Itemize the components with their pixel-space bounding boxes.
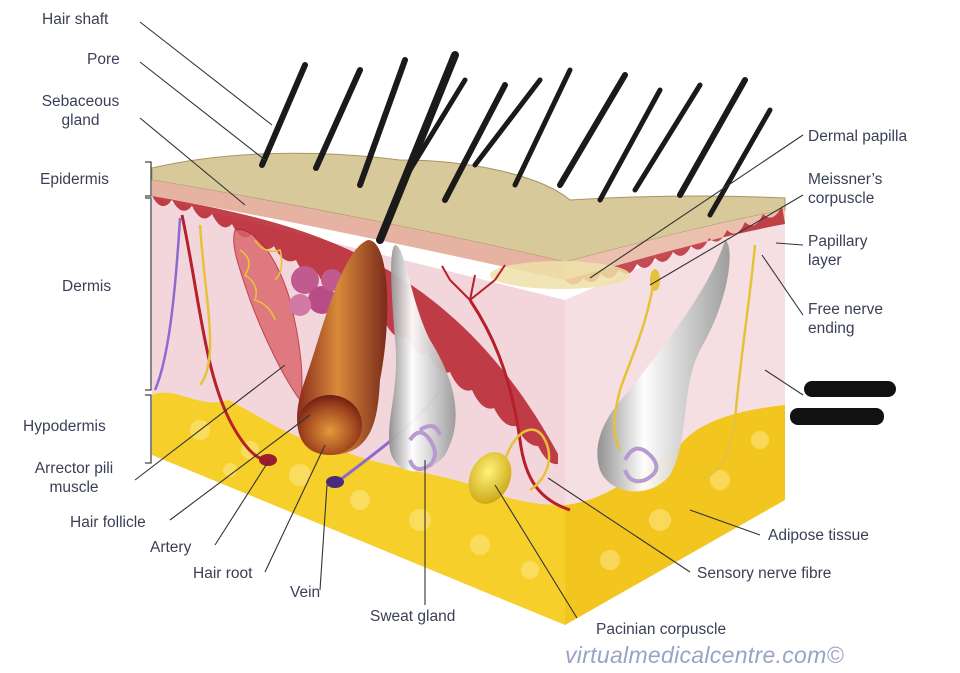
hair-bulb [298,395,362,455]
artery-branch [468,299,571,512]
label-pore: Pore [87,51,120,68]
label-free-nerve-ending: Free nerve ending [808,301,883,337]
pacinian-nerve [503,428,551,492]
label-sebaceous-gland: Sebaceous gland [41,93,120,129]
leader-lines [134,21,804,619]
vein-cross-section [326,476,344,488]
adipose-side [565,405,785,625]
label-pacinian-corpuscle: Pacinian corpuscle [596,621,727,638]
meissners-corpuscle-shape [650,269,660,291]
label-adipose-tissue: Adipose tissue [768,527,869,544]
redaction-bar-top [804,381,896,397]
epidermis-side-face [565,210,785,280]
label-epidermis: Epidermis [40,171,109,188]
label-papillary-layer: Papillary layer [808,233,868,269]
arrector-nerve-mesh [239,239,283,321]
free-nerve-ending-shape [699,244,757,482]
label-meissners-corpuscle: Meissner’s corpuscle [808,171,883,207]
watermark: virtualmedicalcentre.com© [565,642,844,668]
sweat-gland-coil-right [623,446,659,484]
label-sensory-nerve-fibre: Sensory nerve fibre [697,565,832,582]
label-hypodermis: Hypodermis [23,418,106,435]
label-hair-follicle: Hair follicle [70,514,146,531]
label-dermis: Dermis [62,278,112,295]
label-artery: Artery [150,539,192,556]
capillary-tree [441,264,506,301]
pacinian-corpuscle-shape [468,452,512,504]
vein-vessel [153,217,182,391]
artery-cross-section [259,454,277,466]
sweat-gland-left [388,245,456,472]
label-vein: Vein [290,584,321,601]
sweat-gland-right [597,240,730,492]
layer-brackets [145,161,152,464]
label-arrector-pili-muscle: Arrector pili muscle [34,460,114,496]
label-dermal-papilla: Dermal papilla [808,128,908,145]
label-hair-root: Hair root [193,565,253,582]
papillary-layer-side [565,206,785,285]
label-hair-shaft: Hair shaft [42,11,109,28]
redaction-bar-bottom [790,408,884,425]
hair-shafts [259,51,773,244]
nerve-fibre-left [198,224,212,386]
epidermis-front-face [152,180,565,280]
sweat-gland-coil-left [408,424,442,471]
meissner-nerve [613,269,657,451]
label-sweat-gland: Sweat gland [370,608,456,625]
adipose-texture [190,420,769,579]
dermal-papilla [490,261,630,289]
